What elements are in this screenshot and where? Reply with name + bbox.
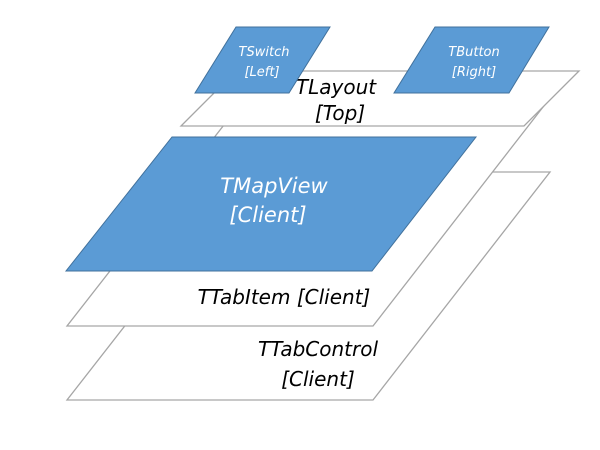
mapview-label-line1: TMapView [220, 174, 328, 198]
layout-label-line1: TLayout [296, 75, 377, 99]
tabcontrol-label-line1: TTabControl [258, 337, 378, 361]
button-label-line1: TButton [448, 45, 500, 60]
switch-label-line2: [Left] [244, 65, 279, 80]
button-label-line2: [Right] [452, 65, 496, 80]
switch-layer: TSwitch [Left] [194, 26, 331, 94]
switch-plane [194, 26, 331, 94]
button-layer: TButton [Right] [393, 26, 550, 94]
tabcontrol-label-line2: [Client] [281, 367, 355, 391]
mapview-layer: TMapView [Client] [64, 136, 478, 272]
switch-label-line1: TSwitch [239, 45, 290, 60]
mapview-label-line2: [Client] [229, 203, 306, 227]
button-plane [393, 26, 550, 94]
mapview-plane [64, 136, 478, 272]
layout-label-line2: [Top] [315, 101, 365, 125]
tabitem-label: TTabItem [Client] [198, 285, 371, 309]
